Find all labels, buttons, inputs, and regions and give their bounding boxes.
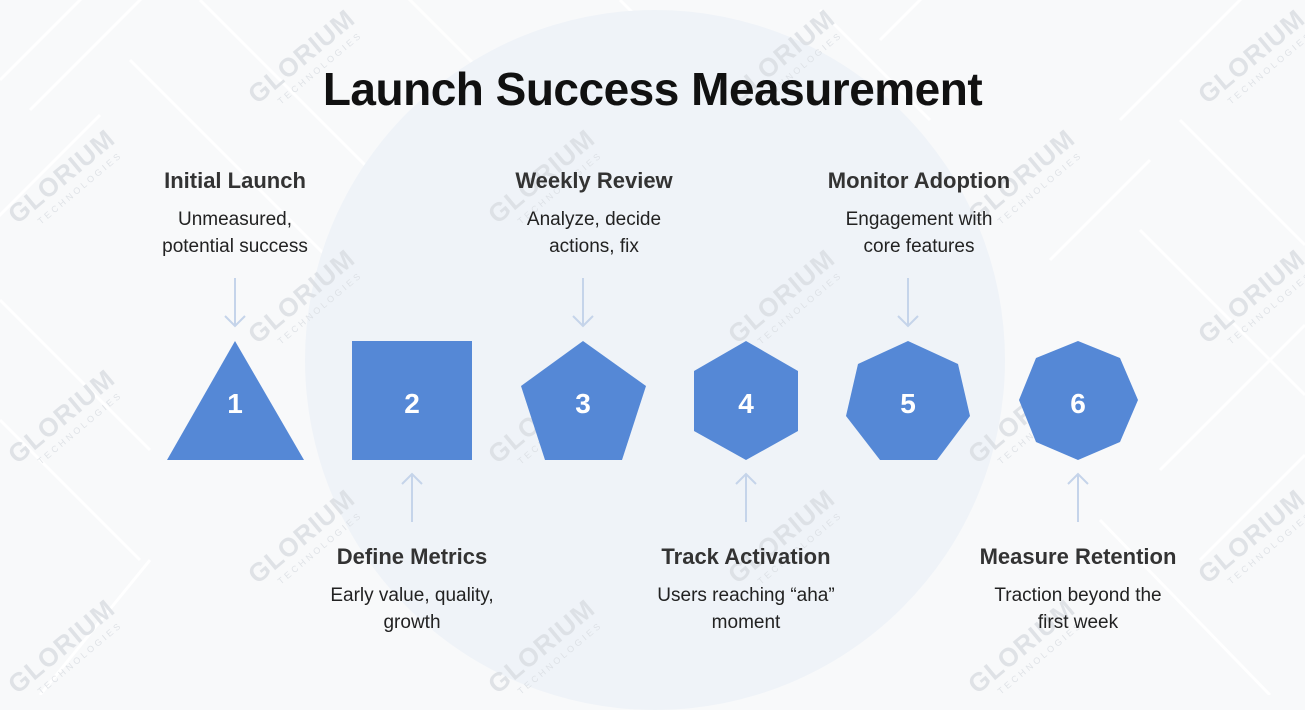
arrow-down-icon (224, 278, 246, 328)
step-5-label: Monitor Adoption Engagement with core fe… (789, 168, 1049, 260)
step-number: 4 (738, 388, 754, 419)
step-description: Early value, quality, growth (330, 585, 494, 633)
arrows-layer (224, 278, 1089, 522)
pentagon-shape (521, 341, 646, 460)
heptagon-shape (846, 341, 970, 460)
step-number: 6 (1070, 388, 1086, 419)
step-description: Traction beyond the first week (994, 585, 1162, 633)
step-4-label: Track Activation Users reaching “aha” mo… (616, 544, 876, 636)
step-number: 1 (227, 388, 243, 419)
step-heading: Define Metrics (336, 544, 488, 569)
step-6-label: Measure Retention Traction beyond the fi… (948, 544, 1208, 636)
step-heading: Monitor Adoption (827, 168, 1011, 193)
step-1-label: Initial Launch Unmeasured, potential suc… (105, 168, 365, 260)
step-number: 5 (900, 388, 916, 419)
arrow-up-icon (735, 472, 757, 522)
octagon-shape (1019, 341, 1138, 460)
shapes-layer: 1 2 3 4 5 6 (167, 341, 1138, 460)
triangle-shape (167, 341, 304, 460)
arrow-down-icon (572, 278, 594, 328)
step-description: Analyze, decide actions, fix (526, 209, 662, 257)
step-2-label: Define Metrics Early value, quality, gro… (282, 544, 542, 636)
arrow-up-icon (401, 472, 423, 522)
step-heading: Track Activation (661, 544, 831, 569)
step-3-label: Weekly Review Analyze, decide actions, f… (464, 168, 724, 260)
page-title: Launch Success Measurement (322, 63, 983, 115)
square-shape (352, 341, 472, 460)
step-number: 2 (404, 388, 420, 419)
step-description: Unmeasured, potential success (162, 209, 308, 257)
arrow-up-icon (1067, 472, 1089, 522)
step-number: 3 (575, 388, 591, 419)
hexagon-shape (694, 341, 798, 460)
step-heading: Measure Retention (979, 544, 1177, 569)
step-heading: Weekly Review (515, 168, 673, 193)
step-description: Engagement with core features (845, 209, 993, 257)
arrow-down-icon (897, 278, 919, 328)
step-heading: Initial Launch (164, 168, 306, 193)
step-description: Users reaching “aha” moment (657, 585, 835, 633)
